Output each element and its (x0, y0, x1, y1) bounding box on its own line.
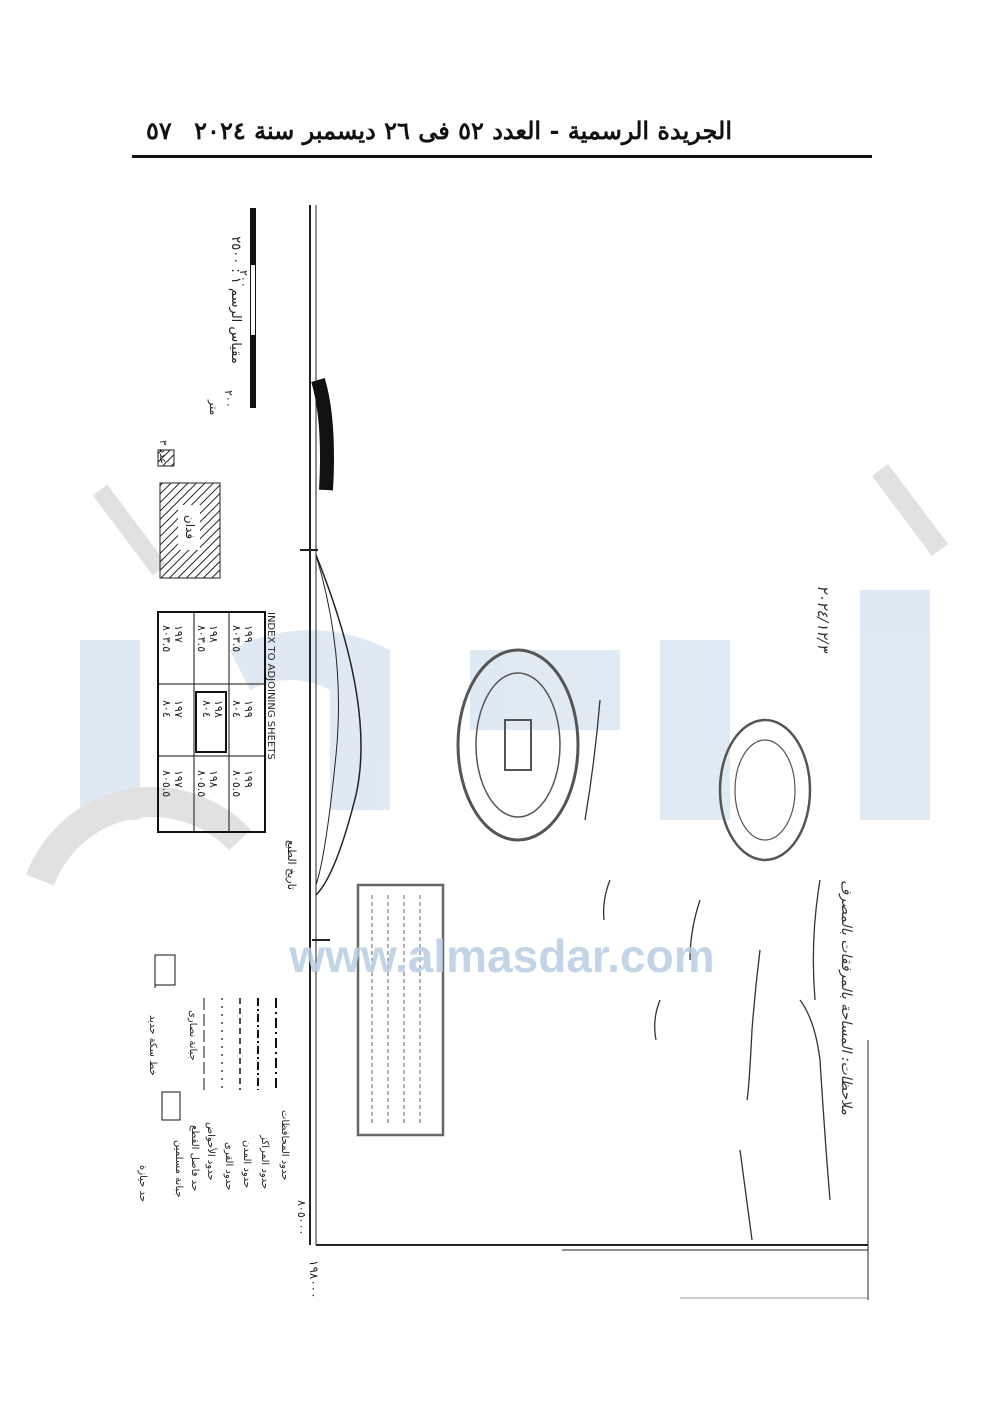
watermark-url: www.almasdar.com (288, 930, 714, 982)
legend-item: جبانة مسلمين (173, 1140, 184, 1198)
watermark-brand (25, 464, 948, 886)
map-frame (300, 205, 869, 1300)
index-cell: ٨٠٥.٥ (160, 770, 173, 797)
area-legend: فدان عدد ٣ (157, 440, 221, 579)
small-label: عدد ٣ (157, 440, 168, 464)
index-cell: ٨٠٥.٥ (230, 770, 243, 797)
y-coordinate: ١٩٨٠٠٠ (307, 1260, 321, 1299)
round-stamp-2 (718, 718, 812, 862)
handwritten-note: ملاحظات: المساحة بالمرفقات بالمصرف (838, 880, 854, 1116)
scale-tick-1: ٢٠٠ (237, 270, 250, 288)
index-cell: ١٩٧ (172, 625, 185, 643)
scale-label: مقياس الرسم ١ : ٢٥٠٠ (228, 236, 243, 363)
adjoining-index: INDEX TO ADJOINING SHEETS ١٩٩ ٨٠٣.٥ ١٩٩ … (157, 611, 276, 833)
index-cell: ٨٠٤ (160, 700, 173, 718)
scale-bar: مقياس الرسم ١ : ٢٥٠٠ ٢٠٠ ٢٠٠ متر (207, 208, 256, 415)
index-cell: ١٩٧ (172, 770, 185, 788)
index-cell: ٨٠٥.٥ (195, 770, 208, 797)
legend-item: حدود المراكز (259, 1134, 270, 1189)
page-number: ٥٧ (146, 116, 172, 145)
index-cell: ١٩٨ (207, 625, 220, 643)
round-stamp (456, 648, 580, 842)
index-cell: ٨٠٣.٥ (160, 625, 173, 652)
legend-item: حد حيازة (137, 1165, 148, 1202)
index-cell: ٨٠٣.٥ (195, 625, 208, 652)
index-cell: ١٩٧ (172, 700, 185, 718)
index-cell: ١٩٨ (212, 700, 225, 718)
index-cell: ٨٠٤ (230, 700, 243, 718)
index-cell: ١٩٩ (242, 700, 255, 718)
handwritten-date: ٢٠٢٤/١٢/٣ (814, 585, 832, 654)
rectangular-stamp (356, 883, 445, 1137)
scale-unit: متر (207, 399, 220, 415)
header-rule (132, 155, 872, 158)
scale-tick-2: ٢٠٠ (222, 390, 235, 408)
index-cell: ٨٠٣.٥ (230, 625, 243, 652)
page-title: الجريدة الرسمية - العدد ٥٢ فى ٢٦ ديسمبر … (194, 116, 732, 145)
legend-item: حدود الأحواض (205, 1122, 218, 1181)
index-title: INDEX TO ADJOINING SHEETS (265, 612, 276, 760)
boundary-legend (154, 954, 277, 1121)
index-cell: ١٩٩ (242, 770, 255, 788)
legend-labels: حدود المحافظات حدود المراكز حدود المدن ح… (137, 1010, 290, 1202)
index-cell: ١٩٩ (242, 625, 255, 643)
handwritten-notes (584, 699, 831, 1241)
x-coordinate: ٨٠٥٠٠٠ (295, 1200, 308, 1235)
print-date-label: تاريخ الطبع (285, 840, 298, 890)
index-cell: ٨٠٤ (200, 700, 213, 718)
index-cell: ١٩٨ (207, 770, 220, 788)
legend-item: حدود القرى (223, 1142, 234, 1190)
legend-item: جبانة نصارى (187, 1010, 198, 1061)
legend-item: خط سكة حديد (147, 1015, 158, 1076)
legend-item: حدود المحافظات (279, 1110, 290, 1180)
legend-item: حد فاصل القطع (189, 1125, 200, 1191)
area-label: فدان (183, 515, 197, 539)
legend-item: حدود المدن (241, 1140, 252, 1188)
page-header: ٥٧ الجريدة الرسمية - العدد ٥٢ فى ٢٦ ديسم… (130, 108, 872, 154)
